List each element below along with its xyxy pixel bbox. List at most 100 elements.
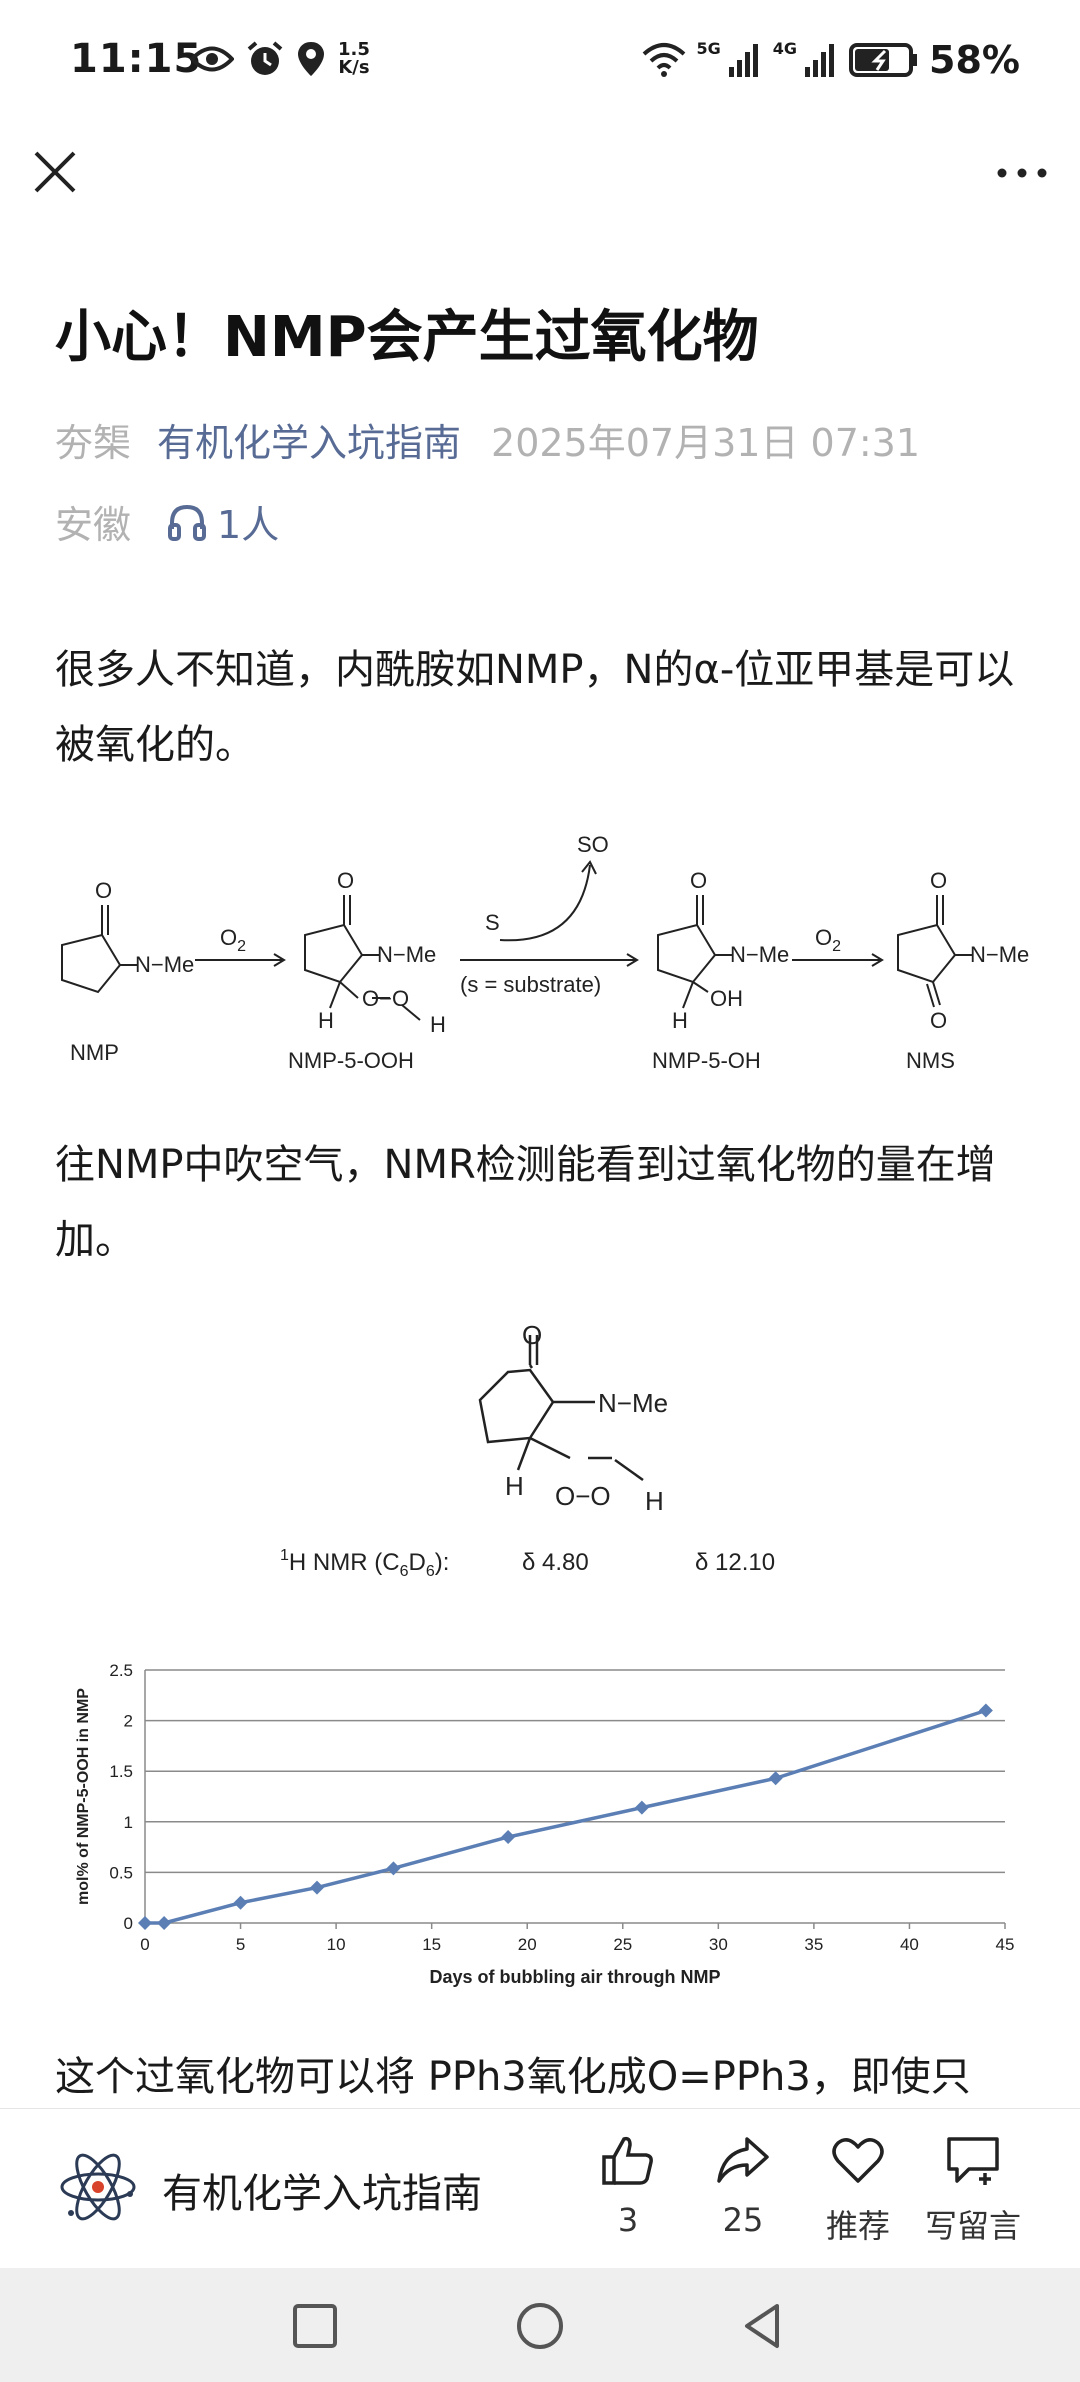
- circle-icon[interactable]: [512, 2298, 568, 2354]
- listen-button[interactable]: 1人: [167, 494, 279, 549]
- scheme-label-o: O: [690, 868, 707, 893]
- x-tick-label: 20: [518, 1935, 537, 1954]
- battery-percent: 58%: [929, 38, 1020, 82]
- reaction-scheme: O N−Me NMP O2 O N−Me H O−O H NMP-5-OOH S…: [61, 832, 1029, 1073]
- status-bar: 11:15 1.5 K/s 5G: [0, 0, 1080, 125]
- y-tick-label: 1: [124, 1813, 133, 1832]
- thumbs-up-icon: [602, 2136, 653, 2185]
- scheme-label-oh: OH: [710, 986, 743, 1011]
- scheme-label-nme: N−Me: [730, 942, 789, 967]
- scheme-label-h: H: [430, 1012, 446, 1037]
- scheme-label-nme: N−Me: [970, 942, 1029, 967]
- more-icon[interactable]: [994, 153, 1050, 193]
- nmp-ooh-structure: O N−Me H O−O H 1H NMR (C6D6): δ 4.80 δ 1…: [280, 1320, 775, 1580]
- x-tick-label: 30: [709, 1935, 728, 1954]
- scheme-label-o: O: [95, 878, 112, 903]
- x-tick-label: 40: [900, 1935, 919, 1954]
- paragraph: 这个过氧化物可以将 PPh3氧化成O=PPh3，即使只: [55, 2054, 971, 2100]
- share-count: 25: [722, 2201, 764, 2239]
- data-point: [768, 1771, 783, 1786]
- recommend-label: 推荐: [825, 2207, 890, 2245]
- scheme-label-s: S: [485, 910, 500, 935]
- data-point: [501, 1829, 516, 1844]
- signal-icon: [728, 44, 758, 77]
- heart-icon: [832, 2138, 884, 2183]
- triangle-back-icon[interactable]: [737, 2298, 793, 2354]
- account-logo-icon[interactable]: [58, 2147, 138, 2227]
- scheme-label-substrate: (s = substrate): [460, 972, 601, 997]
- paragraph: 很多人不知道，内酰胺如NMP，N的α-位亚甲基是可以被氧化的。: [55, 647, 1015, 768]
- alarm-icon: [247, 41, 283, 75]
- author-name: 夯榘: [55, 421, 132, 465]
- like-button[interactable]: 3: [573, 2135, 683, 2239]
- location-icon: [298, 42, 324, 76]
- scheme-label-nmp5ooh: NMP-5-OOH: [288, 1048, 414, 1073]
- scheme-label-h: H: [672, 1008, 688, 1033]
- close-icon[interactable]: [28, 145, 82, 199]
- comment-label: 写留言: [924, 2207, 1021, 2245]
- x-tick-label: 0: [140, 1935, 149, 1954]
- system-nav-bar: [0, 2268, 1080, 2382]
- scheme-label-o2: O2: [815, 925, 841, 955]
- scheme-label-nme: N−Me: [135, 952, 194, 977]
- x-tick-label: 15: [422, 1935, 441, 1954]
- scheme-label-o: O: [337, 868, 354, 893]
- net-label-4g: 4G: [772, 38, 798, 58]
- x-tick-label: 25: [613, 1935, 632, 1954]
- scheme-label-nme: N−Me: [377, 942, 436, 967]
- article-topbar: [0, 125, 1080, 225]
- listener-count: 1人: [217, 503, 280, 547]
- signal-icon: [805, 44, 835, 77]
- nmr-shift-1: δ 4.80: [522, 1549, 589, 1576]
- data-point: [310, 1880, 324, 1895]
- share-icon: [717, 2137, 769, 2183]
- structure-label-o: O: [522, 1320, 542, 1350]
- net-speed: 1.5 K/s: [338, 39, 370, 78]
- comment-icon: [947, 2137, 999, 2185]
- x-tick-label: 45: [996, 1935, 1015, 1954]
- eye-icon: [190, 46, 234, 72]
- y-tick-label: 0: [124, 1914, 133, 1933]
- recommend-button[interactable]: 推荐: [803, 2135, 913, 2247]
- scheme-label-o: O: [930, 1008, 947, 1033]
- account-link[interactable]: 有机化学入坑指南: [157, 421, 462, 465]
- article-title: 小心！NMP会产生过氧化物: [55, 305, 759, 370]
- paragraph: 往NMP中吹空气，NMR检测能看到过氧化物的量在增加。: [55, 1142, 996, 1263]
- nmr-shift-2: δ 12.10: [695, 1549, 775, 1576]
- x-axis-label: Days of bubbling air through NMP: [430, 1967, 721, 1987]
- structure-label-h: H: [505, 1471, 524, 1501]
- share-button[interactable]: 25: [688, 2135, 798, 2239]
- headphones-icon: [168, 504, 207, 541]
- data-point: [233, 1895, 248, 1910]
- y-tick-label: 0.5: [109, 1863, 133, 1882]
- status-left-icons: 1.5 K/s: [190, 40, 370, 78]
- nmr-label: 1H NMR (C6D6):: [280, 1547, 449, 1580]
- data-point: [157, 1916, 172, 1930]
- y-axis-label: mol% of NMP-5-OOH in NMP: [75, 1688, 92, 1905]
- net-label-5g: 5G: [696, 38, 721, 58]
- comment-button[interactable]: 写留言: [918, 2135, 1028, 2247]
- x-tick-label: 35: [804, 1935, 823, 1954]
- status-right: 5G 4G 58%: [641, 38, 1020, 82]
- wifi-icon: [642, 43, 685, 77]
- data-point: [978, 1703, 993, 1718]
- article-meta: 夯榘有机化学入坑指南 2025年07月31日 07:31: [55, 412, 920, 467]
- scheme-label-h: H: [318, 1008, 334, 1033]
- x-tick-label: 10: [327, 1935, 346, 1954]
- account-name[interactable]: 有机化学入坑指南: [162, 2171, 482, 2217]
- scheme-label-o: O: [930, 868, 947, 893]
- series-line: [145, 1708, 987, 1925]
- bottom-action-bar: 有机化学入坑指南 3 25 推荐 写留言: [0, 2108, 1080, 2268]
- scheme-label-oo: O−O: [362, 986, 409, 1011]
- publish-date: 2025年07月31日 07:31: [491, 421, 921, 465]
- scheme-label-nmp5oh: NMP-5-OH: [652, 1048, 761, 1073]
- scheme-label-nmp: NMP: [70, 1040, 119, 1065]
- scheme-label-so: SO: [577, 832, 609, 857]
- square-icon[interactable]: [287, 2298, 343, 2354]
- structure-label-oo: O−O: [555, 1481, 611, 1511]
- scheme-label-nms: NMS: [906, 1048, 955, 1073]
- structure-label-nme: N−Me: [598, 1388, 668, 1418]
- data-point: [386, 1861, 401, 1876]
- y-tick-label: 2.5: [109, 1661, 133, 1680]
